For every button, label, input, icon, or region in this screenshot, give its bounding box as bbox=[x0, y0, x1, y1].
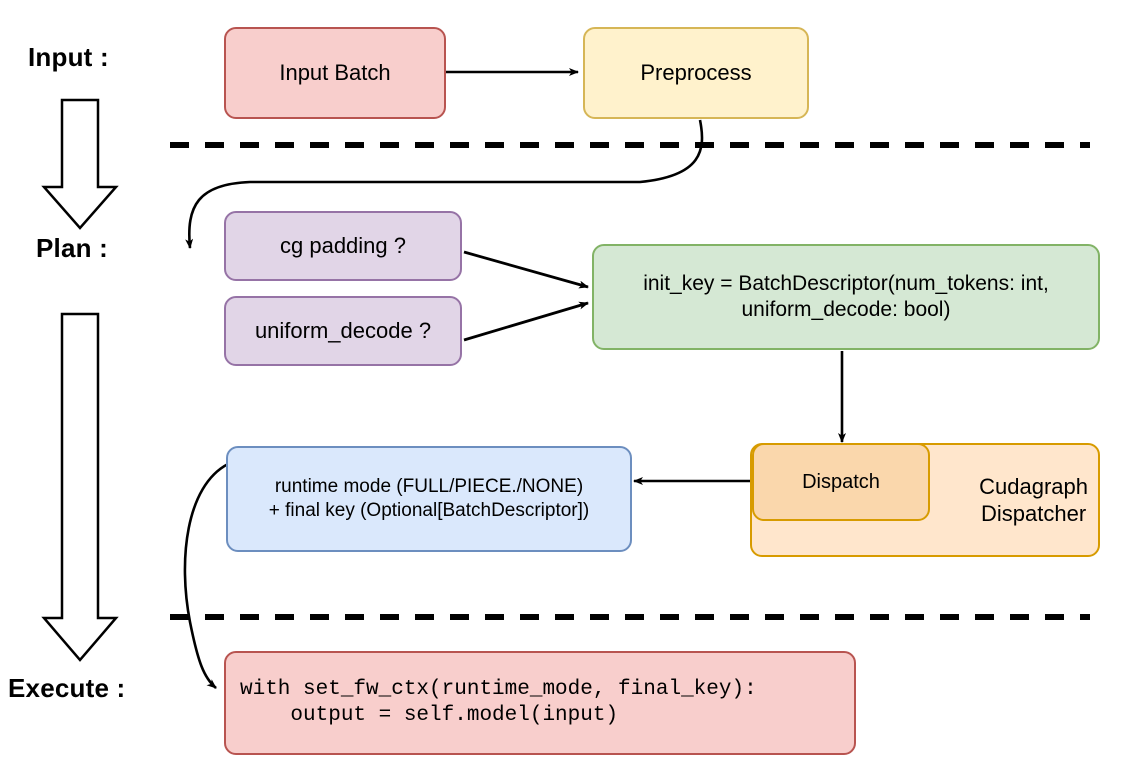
node-uniform-decode-label: uniform_decode ? bbox=[254, 318, 432, 344]
node-input-batch[interactable]: Input Batch bbox=[224, 27, 446, 119]
node-cudagraph-dispatcher-label: Cudagraph Dispatcher bbox=[979, 473, 1088, 527]
node-input-batch-label: Input Batch bbox=[279, 60, 391, 86]
node-runtime-mode-label: runtime mode (FULL/PIECE./NONE) + final … bbox=[268, 476, 590, 521]
connector-runtime-mode-to-execute-code bbox=[183, 462, 229, 689]
node-init-key[interactable]: init_key = BatchDescriptor(num_tokens: i… bbox=[592, 244, 1100, 350]
input-to-plan-arrow bbox=[41, 98, 119, 230]
node-uniform-decode[interactable]: uniform_decode ? bbox=[224, 296, 462, 366]
connector-uniform-decode-to-init-key bbox=[463, 301, 589, 342]
stage-label-plan: Plan : bbox=[36, 233, 108, 263]
node-init-key-label: init_key = BatchDescriptor(num_tokens: i… bbox=[643, 271, 1049, 321]
node-preprocess[interactable]: Preprocess bbox=[583, 27, 809, 119]
stage-label-input: Input : bbox=[28, 42, 109, 72]
node-runtime-mode[interactable]: runtime mode (FULL/PIECE./NONE) + final … bbox=[226, 446, 632, 552]
node-dispatch[interactable]: Dispatch bbox=[752, 443, 930, 521]
node-cg-padding[interactable]: cg padding ? bbox=[224, 211, 462, 281]
node-dispatch-label: Dispatch bbox=[802, 470, 880, 493]
node-cg-padding-label: cg padding ? bbox=[280, 233, 406, 259]
node-execute-code-label: with set_fw_ctx(runtime_mode, final_key)… bbox=[240, 677, 757, 727]
plan-to-execute-arrow bbox=[41, 312, 119, 662]
node-execute-code[interactable]: with set_fw_ctx(runtime_mode, final_key)… bbox=[224, 651, 856, 755]
stage-label-execute: Execute : bbox=[8, 673, 126, 703]
node-preprocess-label: Preprocess bbox=[640, 60, 752, 86]
connector-cg-padding-to-init-key bbox=[463, 250, 589, 289]
